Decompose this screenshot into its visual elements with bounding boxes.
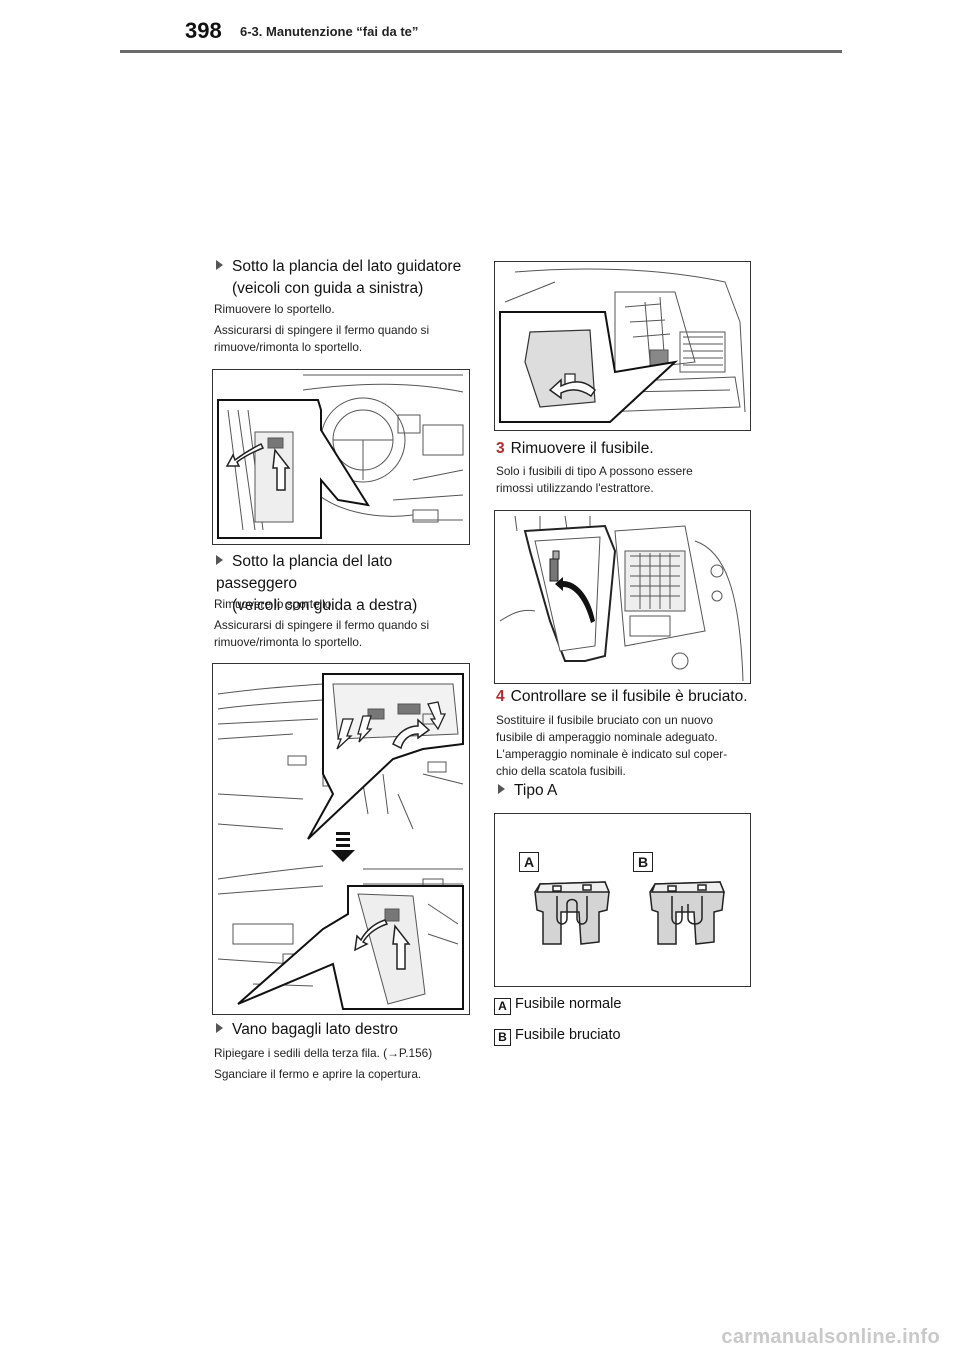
section-heading-driver-side: Sotto la plancia del lato guidatore (vei…: [216, 256, 476, 300]
figure-label-b: B: [633, 852, 653, 872]
fuse-comparison-illustration: [534, 881, 726, 945]
bullet-triangle-icon: [498, 784, 505, 794]
section3-text1: Ripiegare i sedili della terza fila. (→P…: [214, 1046, 433, 1060]
section1-text2: Assicurarsi di spingere il fermo quando …: [214, 323, 430, 354]
legend-key-b: B: [494, 1029, 511, 1046]
section2-text1: Rimuovere lo sportello.: [214, 597, 335, 611]
figure-fuse-comparison: A B: [494, 813, 751, 987]
section-heading-luggage: Vano bagagli lato destro: [216, 1019, 476, 1041]
passenger-dashboard-illustration: [217, 673, 464, 1010]
bullet-triangle-icon: [216, 555, 223, 565]
bullet-triangle-icon: [216, 260, 223, 270]
tipo-a-heading: Tipo A: [498, 780, 698, 802]
header-rule: [120, 50, 842, 53]
section-heading-passenger-side: Sotto la plancia del lato passeggero (ve…: [216, 553, 418, 614]
blown-fuse-icon: [649, 881, 726, 945]
luggage-illustration: [499, 268, 746, 423]
section3-text2: Sganciare il fermo e aprire la copertura…: [214, 1067, 422, 1081]
dashboard-illustration: [217, 374, 464, 539]
legend-key-a: A: [494, 998, 511, 1015]
figure-label-a: A: [519, 852, 539, 872]
step3-text: Solo i fusibili di tipo A possono essere…: [496, 464, 693, 495]
watermark: carmanualsonline.info: [721, 1326, 940, 1348]
figure-fuse-box: [494, 510, 751, 684]
figure-passenger-side-dashboard: [212, 663, 470, 1015]
normal-fuse-icon: [534, 881, 611, 945]
page-number: 398: [185, 18, 222, 43]
section2-text2: Assicurarsi di spingere il fermo quando …: [214, 618, 430, 649]
step4-text: Sostituire il fusibile bruciato con un n…: [496, 713, 728, 778]
chapter-title: 6-3. Manutenzione “fai da te”: [240, 24, 419, 39]
fuse-box-illustration: [499, 515, 744, 682]
down-arrow-icon: [331, 832, 355, 862]
figure-luggage-compartment: [494, 261, 751, 431]
section1-text1: Rimuovere lo sportello.: [214, 302, 335, 316]
figure-driver-side-dashboard: [212, 369, 470, 545]
bullet-triangle-icon: [216, 1023, 223, 1033]
